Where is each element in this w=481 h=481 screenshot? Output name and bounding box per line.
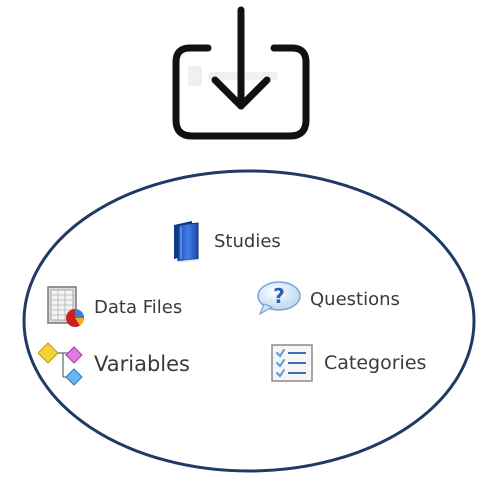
book-icon xyxy=(174,221,199,263)
item-label: Variables xyxy=(94,352,190,376)
item-label: Categories xyxy=(324,352,427,374)
item-label: Questions xyxy=(310,288,400,310)
item-variables: Variables xyxy=(38,339,190,389)
checklist-icon xyxy=(271,344,313,382)
item-label: Data Files xyxy=(94,296,183,318)
item-data-files: Data Files xyxy=(46,285,182,329)
item-studies: Studies xyxy=(168,219,281,263)
data-file-icon xyxy=(47,286,85,327)
item-label: Studies xyxy=(214,230,281,252)
import-download-icon xyxy=(172,6,310,140)
item-questions: ? Questions xyxy=(256,280,400,318)
svg-text:?: ? xyxy=(273,284,285,308)
question-bubble-icon: ? xyxy=(257,281,301,316)
variables-icon xyxy=(38,342,83,386)
item-categories: Categories xyxy=(270,343,426,383)
